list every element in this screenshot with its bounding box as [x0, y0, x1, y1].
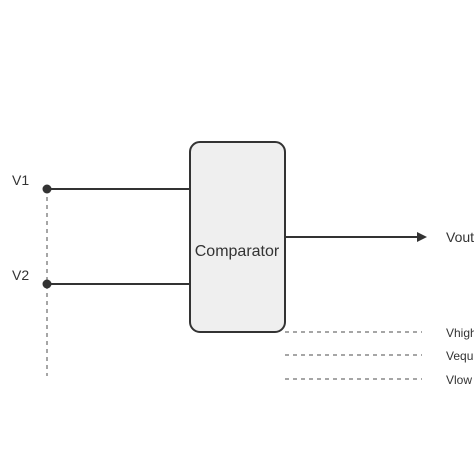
v2-terminal-dot [42, 279, 52, 289]
v1-label: V1 [12, 172, 29, 188]
comparator-label: Comparator [195, 243, 280, 260]
v1-terminal-dot [42, 184, 52, 194]
vout-label: Vout [446, 229, 474, 245]
v2-label: V2 [12, 267, 29, 283]
comparator-block [189, 141, 286, 333]
output-arrowhead [417, 232, 427, 242]
vhigh-label: Vhigh [446, 326, 474, 340]
vequ-label: Vequ [446, 349, 473, 363]
vlow-label: Vlow [446, 373, 472, 387]
